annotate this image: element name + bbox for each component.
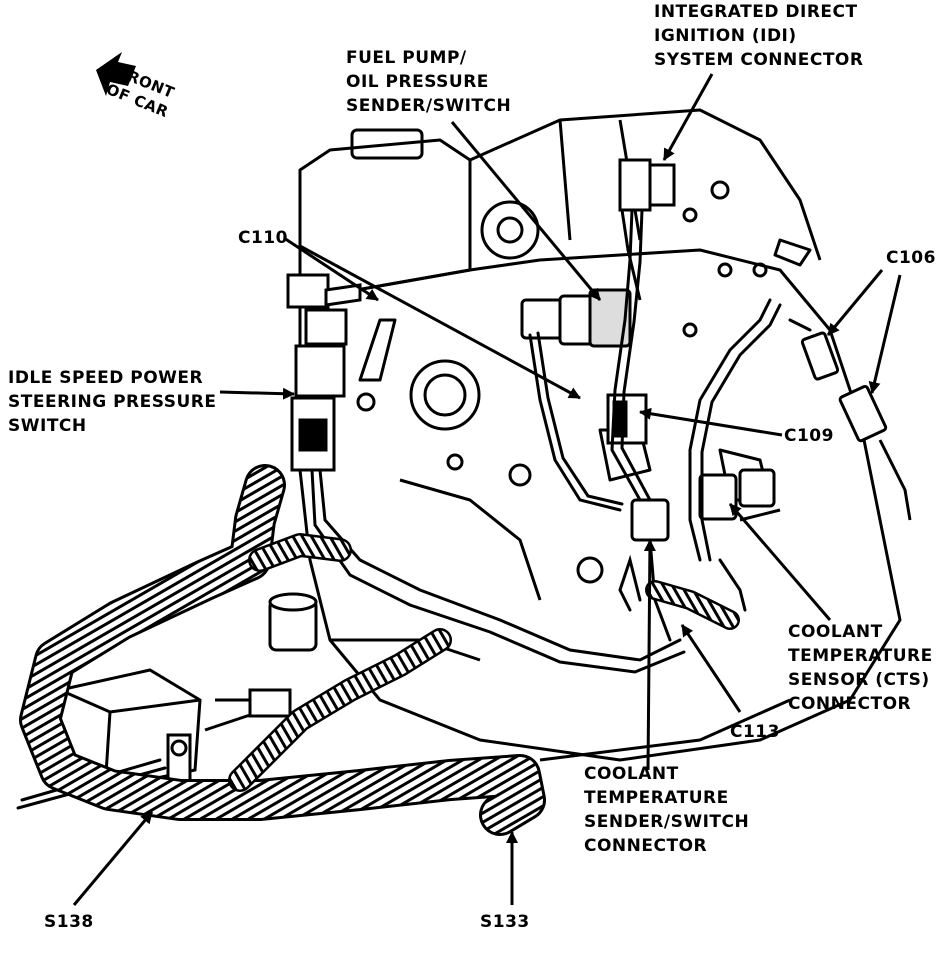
idi-connector-body bbox=[618, 158, 676, 301]
sender-switch-body bbox=[630, 498, 670, 542]
leader-lines bbox=[72, 73, 902, 906]
c106-connector-body bbox=[800, 331, 912, 521]
leader-c106-b bbox=[868, 274, 902, 394]
leader-ctss bbox=[643, 539, 656, 771]
s138-text: S138 bbox=[44, 912, 94, 932]
cts-label-line-3: SENSOR (CTS) bbox=[788, 670, 930, 690]
ctss-label-line-2: TEMPERATURE bbox=[584, 788, 729, 808]
c109-label: C109 bbox=[784, 424, 834, 448]
cts-label-line-1: COOLANT bbox=[788, 622, 883, 642]
leader-cts bbox=[728, 503, 832, 621]
c110-text: C110 bbox=[238, 228, 288, 248]
cts-label-line-4: CONNECTOR bbox=[788, 694, 912, 714]
leader-c110-b bbox=[299, 244, 581, 400]
leader-fuel bbox=[450, 121, 602, 301]
leader-c106-a bbox=[826, 269, 884, 336]
c110-label: C110 bbox=[238, 226, 288, 250]
idi-connector-label: INTEGRATED DIRECT IGNITION (IDI) SYSTEM … bbox=[654, 0, 863, 72]
fuel-label-line-3: SENDER/SWITCH bbox=[346, 96, 512, 116]
cts-label-line-2: TEMPERATURE bbox=[788, 646, 933, 666]
c113-text: C113 bbox=[730, 722, 780, 742]
relay-box bbox=[58, 592, 318, 807]
fuel-pump-switch-label: FUEL PUMP/ OIL PRESSURE SENDER/SWITCH bbox=[346, 46, 511, 118]
leader-c109 bbox=[639, 407, 783, 437]
ctss-label-line-1: COOLANT bbox=[584, 764, 679, 784]
engine-block bbox=[298, 108, 902, 762]
ctss-label-line-3: SENDER/SWITCH bbox=[584, 812, 750, 832]
idle-label-line-1: IDLE SPEED POWER bbox=[8, 368, 204, 388]
idi-label-line-2: IGNITION (IDI) bbox=[654, 26, 797, 46]
ctss-label-line-4: CONNECTOR bbox=[584, 836, 708, 856]
idle-label-line-2: STEERING PRESSURE bbox=[8, 392, 217, 412]
idi-label-line-1: INTEGRATED DIRECT bbox=[654, 2, 858, 22]
idle-speed-switch-body bbox=[286, 273, 362, 472]
wire-harness bbox=[19, 464, 740, 836]
s133-label: S133 bbox=[480, 910, 530, 934]
fuel-label-line-1: FUEL PUMP/ bbox=[346, 48, 467, 68]
leader-c113 bbox=[680, 624, 742, 713]
idi-label-line-3: SYSTEM CONNECTOR bbox=[654, 50, 864, 70]
s138-label: S138 bbox=[44, 910, 94, 934]
cts-connector-body bbox=[698, 468, 776, 521]
c106-text: C106 bbox=[886, 248, 936, 268]
front-of-car-arrow-icon bbox=[96, 52, 136, 96]
leader-idi bbox=[662, 73, 714, 161]
leader-s138 bbox=[72, 811, 154, 906]
wires bbox=[16, 208, 812, 810]
c106-label: C106 bbox=[886, 246, 936, 270]
idle-label-line-3: SWITCH bbox=[8, 416, 87, 436]
cts-connector-label: COOLANT TEMPERATURE SENSOR (CTS) CONNECT… bbox=[788, 620, 933, 716]
c109-text: C109 bbox=[784, 426, 834, 446]
c113-label: C113 bbox=[730, 720, 780, 744]
leader-idle bbox=[219, 387, 295, 400]
fuel-label-line-2: OIL PRESSURE bbox=[346, 72, 489, 92]
fuel-pump-switch-body bbox=[520, 288, 632, 348]
s133-text: S133 bbox=[480, 912, 530, 932]
sender-switch-label: COOLANT TEMPERATURE SENDER/SWITCH CONNEC… bbox=[584, 762, 749, 858]
idle-speed-switch-label: IDLE SPEED POWER STEERING PRESSURE SWITC… bbox=[8, 366, 216, 438]
leader-c110-a bbox=[283, 236, 379, 302]
